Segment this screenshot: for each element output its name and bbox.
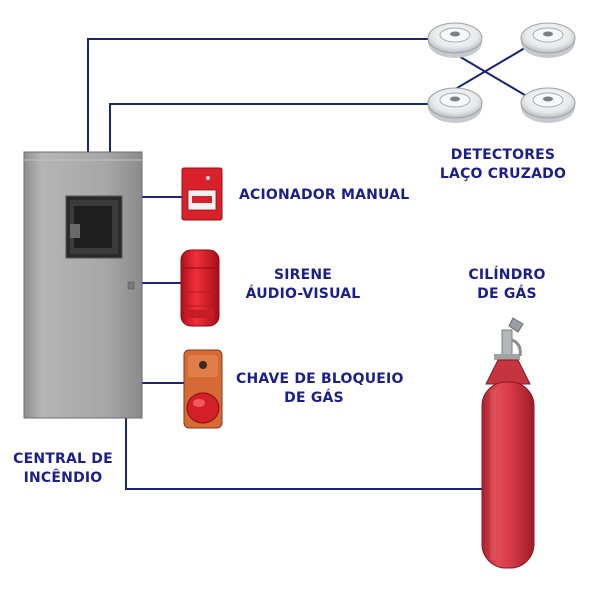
label-sirene-line1: SIRENE <box>273 267 333 283</box>
gas-lock-switch-icon <box>183 349 223 429</box>
wire-cylinder <box>125 417 482 490</box>
label-cilindro-line2: DE GÁS <box>477 286 537 302</box>
smoke-detector-icon <box>427 22 483 58</box>
label-sirene-line2: ÁUDIO-VISUAL <box>245 286 361 302</box>
gas-cylinder-icon <box>481 317 535 569</box>
wire-detector-loop-2 <box>109 38 541 153</box>
fire-control-panel-icon <box>23 151 143 419</box>
label-detectores-line2: LAÇO CRUZADO <box>439 166 567 182</box>
label-detectores: DETECTORES LAÇO CRUZADO <box>438 146 568 184</box>
manual-call-point-icon <box>181 167 223 221</box>
label-detectores-line1: DETECTORES <box>450 147 556 163</box>
smoke-detector-icon <box>520 87 576 123</box>
label-chave-line1: CHAVE DE BLOQUEIO <box>236 371 404 387</box>
siren-icon <box>180 249 220 327</box>
wiring <box>87 38 541 490</box>
label-cilindro-line1: CILÍNDRO <box>468 267 546 283</box>
smoke-detector-icon <box>427 87 483 123</box>
label-cilindro: CILÍNDRO DE GÁS <box>455 266 559 304</box>
label-chave-line2: DE GÁS <box>284 390 344 406</box>
smoke-detector-icon <box>520 22 576 58</box>
label-central-line1: CENTRAL DE <box>13 451 113 467</box>
label-central-line2: INCÊNDIO <box>23 470 103 486</box>
label-sirene: SIRENE ÁUDIO-VISUAL <box>234 266 372 304</box>
label-central: CENTRAL DE INCÊNDIO <box>8 450 118 488</box>
label-acionador-line1: ACIONADOR MANUAL <box>239 187 410 203</box>
label-chave: CHAVE DE BLOQUEIO DE GÁS <box>236 370 404 408</box>
label-acionador: ACIONADOR MANUAL <box>239 186 409 205</box>
